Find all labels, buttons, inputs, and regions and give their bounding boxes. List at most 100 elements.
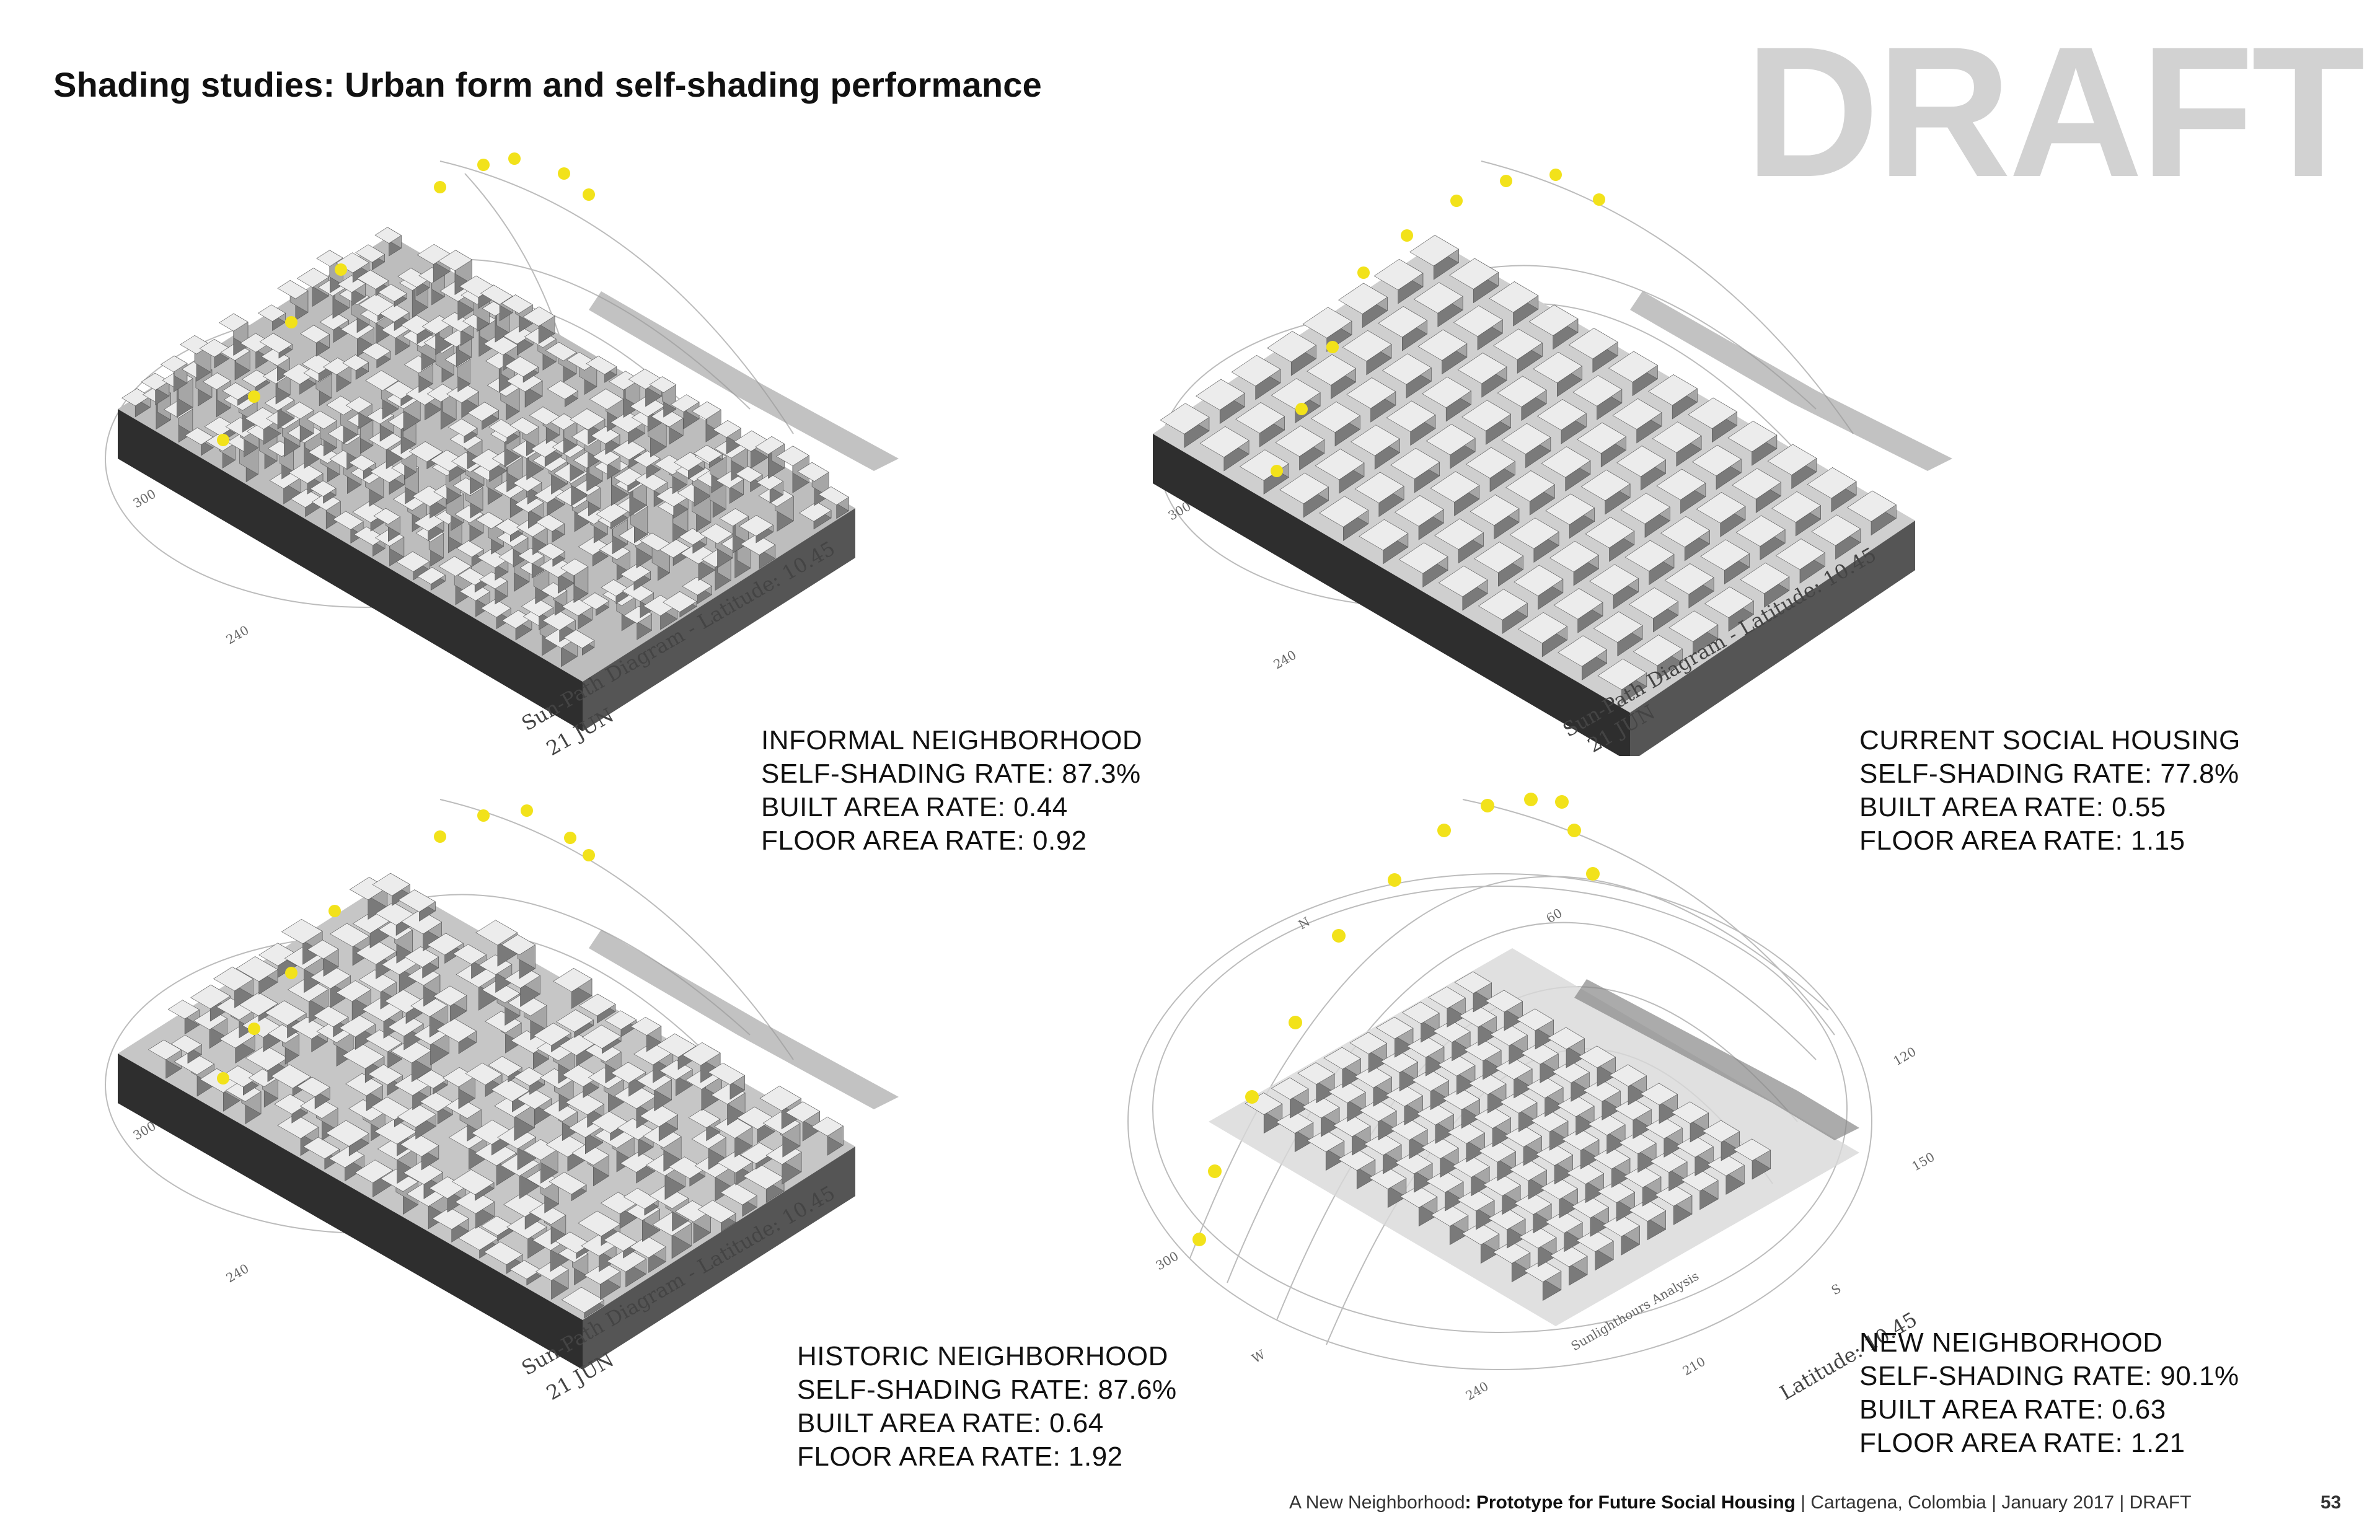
building-face: [1354, 472, 1404, 503]
building-face: [310, 480, 337, 497]
building-face: [640, 1104, 679, 1127]
building-face: [604, 1010, 637, 1030]
stats-floor-area: FLOOR AREA RATE: 1.92: [797, 1441, 1123, 1472]
building-face: [612, 439, 646, 460]
stats-built-area: BUILT AREA RATE: 0.55: [1859, 792, 2166, 822]
building-blocks: [121, 227, 849, 667]
tick-label: 240: [1463, 1378, 1491, 1403]
building-face: [1549, 540, 1599, 573]
stats-new: NEW NEIGHBORHOOD SELF-SHADING RATE: 90.1…: [1859, 1326, 2239, 1460]
building-face: [480, 284, 513, 305]
building-face: [553, 968, 593, 992]
sun-positions: [217, 152, 595, 446]
building-face: [776, 446, 809, 467]
building-face: [509, 417, 539, 436]
building-face: [1394, 495, 1444, 527]
building-face: [1271, 378, 1321, 410]
stats-informal: INFORMAL NEIGHBORHOOD SELF-SHADING RATE:…: [761, 724, 1142, 858]
building-face: [1390, 1118, 1428, 1141]
building-face: [1399, 1186, 1438, 1208]
building-face: [1740, 562, 1790, 594]
panel-historic-diagram: 300 240 Sun-Path Diagram - Latitude: 10.…: [93, 787, 948, 1407]
building-face: [1413, 282, 1463, 314]
building-face: [581, 592, 610, 610]
building-face: [1319, 496, 1369, 527]
stats-built-area: BUILT AREA RATE: 0.63: [1859, 1394, 2166, 1425]
building-face: [1523, 1260, 1562, 1282]
building-face: [222, 382, 251, 400]
building-face: [545, 341, 577, 361]
building-face: [1514, 1192, 1552, 1215]
building-face: [296, 1076, 330, 1098]
model-side-left: [118, 409, 583, 731]
building-face: [1474, 542, 1524, 573]
building-face: [387, 1014, 424, 1037]
building-face: [160, 355, 188, 372]
building-face: [1354, 1065, 1392, 1088]
building-face: [438, 556, 472, 577]
building-face: [1231, 354, 1281, 387]
building-face: [261, 348, 290, 366]
building-face: [1438, 565, 1488, 597]
building-blocks: [148, 873, 844, 1319]
building-face: [1426, 1170, 1464, 1193]
building-face: [1473, 1106, 1512, 1129]
building-face: [547, 380, 579, 400]
building-face: [1681, 1169, 1719, 1192]
stats-built-area: BUILT AREA RATE: 0.64: [797, 1408, 1104, 1438]
building-face: [167, 1000, 200, 1019]
tick-label: 150: [1910, 1149, 1937, 1174]
building-face: [1545, 1211, 1583, 1234]
building-face: [1616, 446, 1667, 477]
svg-text:240: 240: [224, 622, 252, 647]
building-face: [307, 939, 339, 959]
building-face: [635, 471, 668, 491]
building-face: [1807, 467, 1857, 499]
building-face: [1461, 1223, 1500, 1245]
building-face: [355, 1159, 394, 1184]
building-face: [426, 933, 464, 956]
building-face: [536, 514, 565, 532]
building-face: [1775, 539, 1825, 570]
informal-sunpath-model: 300 240 Sun-Path Diagram - Latitude: 10.…: [105, 152, 899, 756]
building-face: [1619, 1132, 1657, 1155]
building-face: [1315, 449, 1365, 480]
building-face: [1597, 1181, 1636, 1203]
stats-self-shading: SELF-SHADING RATE: 87.6%: [797, 1375, 1177, 1405]
building-face: [1390, 447, 1440, 480]
building-face: [1650, 1150, 1688, 1173]
building-face: [1375, 1016, 1414, 1039]
building-face: [1490, 1023, 1528, 1046]
svg-text:240: 240: [224, 1261, 252, 1285]
building-face: [1495, 1057, 1533, 1080]
building-face: [1464, 1039, 1502, 1062]
model-side-right: [583, 508, 855, 731]
building-face: [452, 477, 483, 496]
building-face: [355, 244, 386, 263]
legend-bar: [1574, 979, 1859, 1140]
building-face: [1453, 305, 1503, 337]
building-face: [542, 1100, 578, 1122]
building-face: [447, 418, 478, 437]
building-face: [1385, 1084, 1423, 1107]
building-face: [522, 306, 555, 327]
building-face: [271, 1064, 311, 1089]
building-face: [682, 1042, 721, 1066]
stats-name: INFORMAL NEIGHBORHOOD: [761, 725, 1143, 755]
building-face: [1416, 1102, 1454, 1125]
building-face: [488, 1056, 522, 1077]
building-face: [1732, 468, 1781, 499]
building-face: [755, 436, 785, 455]
building-face: [361, 342, 391, 361]
building-face: [239, 992, 278, 1016]
building-face: [1628, 1199, 1667, 1222]
building-face: [1338, 283, 1388, 314]
building-face: [1478, 1140, 1516, 1163]
building-face: [1378, 306, 1428, 338]
building-blocks: [1160, 234, 1897, 704]
building-face: [374, 227, 402, 244]
building-face: [1588, 1113, 1626, 1136]
footer-project: A New Neighborhood: [1289, 1492, 1465, 1513]
building-face: [190, 984, 231, 1010]
building-face: [258, 304, 286, 322]
